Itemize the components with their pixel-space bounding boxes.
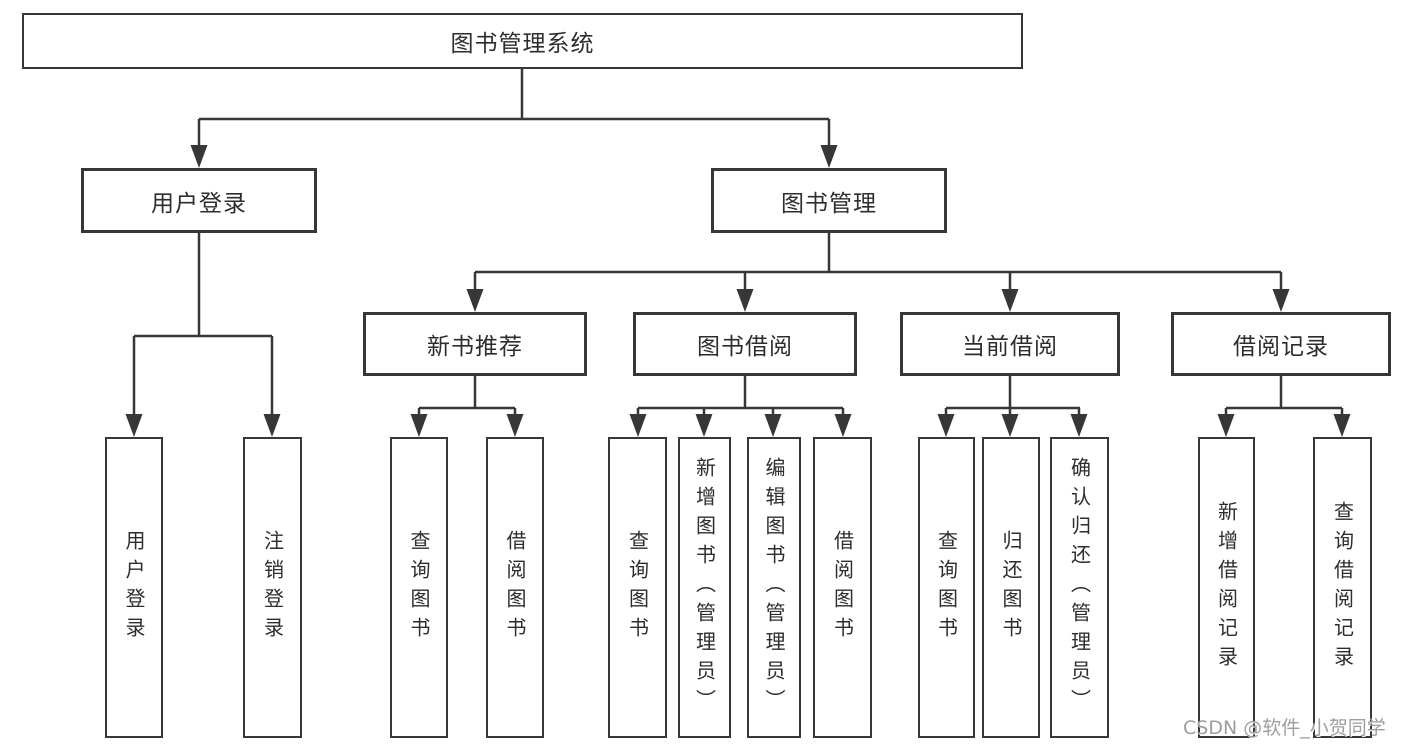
node-book-management: 图书管理 — [711, 168, 947, 233]
node-borrowing-records: 借阅记录 — [1171, 312, 1391, 376]
node-label: 查询借阅记录 — [1330, 500, 1355, 675]
node-label: 图书借阅 — [697, 334, 793, 360]
leaf-return-books: 归还图书 — [982, 437, 1040, 738]
leaf-borrow-books-borrowing: 借阅图书 — [813, 437, 872, 738]
node-label: 用户登录 — [151, 190, 247, 217]
node-label: 注销登录 — [260, 529, 285, 646]
leaf-user-login: 用户登录 — [105, 437, 163, 738]
leaf-add-books-admin: 新增图书（管理员） — [678, 437, 731, 738]
leaf-query-books-current: 查询图书 — [918, 437, 975, 738]
node-user-login: 用户登录 — [81, 168, 317, 233]
node-label: 借阅图书 — [503, 529, 527, 646]
node-label: 确认归还（管理员） — [1067, 457, 1092, 718]
node-new-book-recommend: 新书推荐 — [363, 312, 587, 376]
leaf-add-borrow-record: 新增借阅记录 — [1198, 437, 1255, 738]
node-book-borrowing: 图书借阅 — [633, 312, 857, 376]
node-label: 编辑图书（管理员） — [762, 457, 786, 718]
node-label: 归还图书 — [999, 529, 1023, 646]
node-library-system: 图书管理系统 — [22, 13, 1023, 69]
node-label: 图书管理系统 — [450, 31, 595, 57]
node-label: 用户登录 — [122, 529, 146, 646]
leaf-confirm-return-admin: 确认归还（管理员） — [1050, 437, 1109, 738]
node-label: 新增借阅记录 — [1214, 500, 1239, 675]
node-label: 当前借阅 — [962, 334, 1058, 360]
csdn-watermark: CSDN @软件_小贺同学 — [1183, 717, 1386, 739]
node-label: 新增图书（管理员） — [692, 457, 717, 718]
node-label: 查询图书 — [934, 529, 959, 646]
leaf-edit-books-admin: 编辑图书（管理员） — [747, 437, 801, 738]
arrowheads — [125, 145, 1351, 437]
node-label: 查询图书 — [407, 529, 431, 646]
node-label: 新书推荐 — [427, 334, 523, 360]
leaf-logout-login: 注销登录 — [243, 437, 302, 738]
leaf-query-books-borrowing: 查询图书 — [608, 437, 667, 738]
node-label: 图书管理 — [781, 190, 877, 217]
node-label: 查询图书 — [625, 529, 650, 646]
leaf-query-borrow-record: 查询借阅记录 — [1313, 437, 1372, 738]
leaf-query-books-recommend: 查询图书 — [390, 437, 448, 738]
node-label: 借阅记录 — [1233, 334, 1329, 360]
leaf-borrow-books-recommend: 借阅图书 — [486, 437, 544, 738]
node-label: 借阅图书 — [830, 529, 855, 646]
node-current-borrowing: 当前借阅 — [900, 312, 1120, 376]
